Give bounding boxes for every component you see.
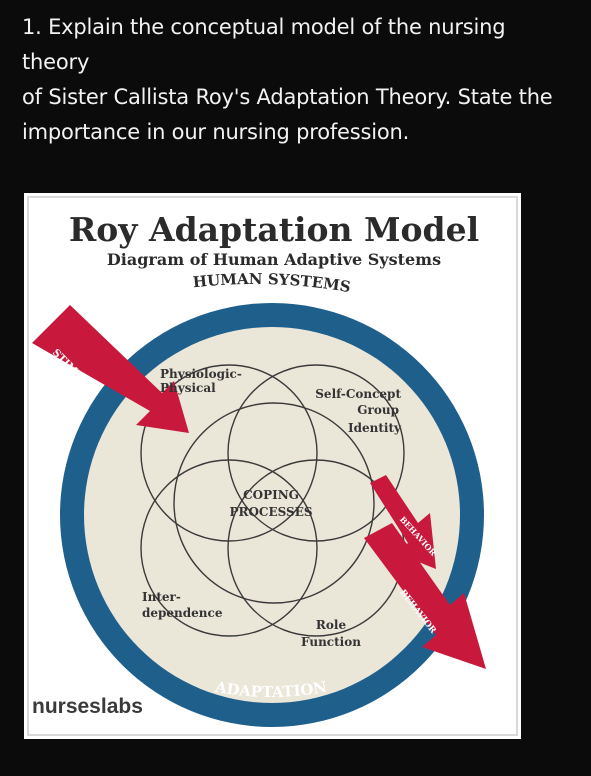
inter-label-1: Inter- <box>142 590 181 604</box>
self-concept-circle <box>227 364 405 542</box>
physiologic-circle <box>140 364 318 542</box>
diagram-canvas: Roy Adaptation Model Diagram of Human Ad… <box>27 196 518 736</box>
coping-label-1: COPING <box>243 488 299 502</box>
behavior-arrow-2 <box>364 523 486 669</box>
diagram-subtitle: Diagram of Human Adaptive Systems <box>107 250 441 269</box>
physio-label-1: Physiologic- <box>160 367 242 381</box>
physio-label-2: Physical <box>160 381 216 395</box>
human-systems-label: HUMAN SYSTEMS <box>192 270 352 296</box>
mode-labels: Physiologic- Physical Self-Concept Group… <box>142 367 402 649</box>
inter-label-2: dependence <box>142 606 223 620</box>
question-text: 1. Explain the conceptual model of the n… <box>22 10 578 150</box>
role-label-2: Function <box>301 635 361 649</box>
adaptation-label: ADAPTATION <box>213 678 329 701</box>
roy-adaptation-diagram: Roy Adaptation Model Diagram of Human Ad… <box>24 193 521 739</box>
nurseslabs-logo: nurseslabs <box>32 695 143 718</box>
question-line-3: importance in our nursing profession. <box>22 120 410 144</box>
stimuli-arrow <box>32 305 189 433</box>
diagram-title: Roy Adaptation Model <box>69 210 479 249</box>
question-line-2: of Sister Callista Roy's Adaptation Theo… <box>22 85 553 109</box>
coping-circle <box>173 402 375 604</box>
role-label-1: Role <box>316 618 347 632</box>
behavior-arrow-1 <box>370 475 436 569</box>
self-label-1: Self-Concept <box>315 387 401 401</box>
interdependence-circle <box>140 459 318 637</box>
diagram-frame <box>27 196 518 736</box>
self-label-2: Group <box>357 403 399 417</box>
self-label-3: Identity <box>348 421 402 435</box>
coping-label-2: PROCESSES <box>229 505 312 519</box>
mode-circles <box>140 364 405 637</box>
question-line-1: 1. Explain the conceptual model of the n… <box>22 15 506 74</box>
